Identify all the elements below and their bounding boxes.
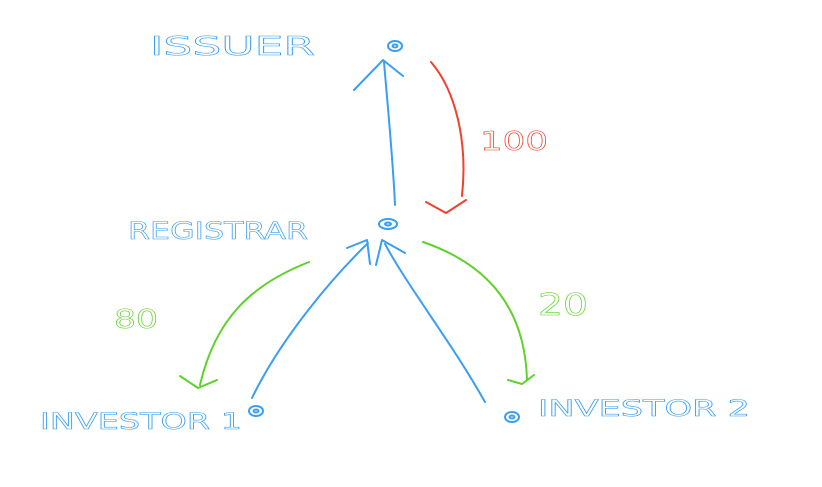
issuer-label: ISSUER [150, 32, 315, 62]
arrow-registrar-to-investor1 [179, 261, 310, 389]
investor2-label: INVESTOR 2 [538, 397, 750, 422]
registrar-label: REGISTRAR [128, 217, 308, 245]
investor2-node-center [508, 414, 516, 420]
registrar-node [378, 218, 398, 230]
flow-amount-20: 20 [538, 288, 588, 323]
investor1-node-center [252, 408, 260, 414]
flow-amount-80: 80 [114, 305, 158, 335]
investor2-node [504, 411, 520, 423]
issuer-node-center [391, 43, 399, 49]
registrar-node-center [384, 221, 392, 227]
flow-amount-100: 100 [480, 127, 548, 157]
arrow-issuer-to-registrar [425, 61, 467, 214]
investor1-node [248, 405, 264, 417]
arrow-registrar-to-issuer [353, 59, 404, 206]
investor1-label: INVESTOR 1 [40, 410, 242, 435]
arrow-investor1-to-registrar [251, 239, 371, 399]
arrow-registrar-to-investor2 [422, 241, 535, 385]
arrow-investor2-to-registrar [375, 239, 486, 403]
issuer-node [387, 40, 403, 52]
